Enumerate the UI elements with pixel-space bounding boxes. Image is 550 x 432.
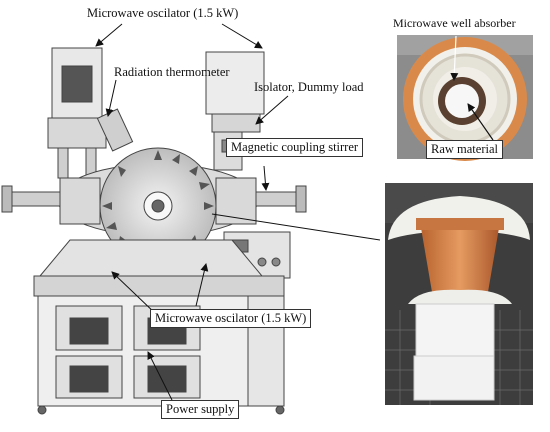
label-raw-material: Raw material bbox=[426, 140, 503, 159]
annotation-arrows bbox=[95, 23, 494, 401]
label-microwave-well-absorber: Microwave well absorber bbox=[393, 16, 516, 30]
arrow-thermometer bbox=[105, 79, 117, 117]
leader-to-photo bbox=[211, 213, 381, 241]
arrow-osc-top-right bbox=[221, 23, 263, 49]
crucible-side-view-photo bbox=[385, 183, 533, 405]
arrow-isolator bbox=[255, 95, 289, 125]
arrow-osc-bottom-right bbox=[195, 263, 209, 307]
label-magnetic-coupling-stirrer: Magnetic coupling stirrer bbox=[226, 138, 364, 157]
label-power-supply: Power supply bbox=[161, 400, 240, 419]
arrow-osc-top-left bbox=[95, 23, 123, 47]
arrow-absorber bbox=[450, 35, 459, 81]
label-oscillator-top: Microwave oscilator (1.5 kW) bbox=[87, 6, 239, 20]
arrow-stirrer bbox=[261, 165, 270, 191]
arrow-power-supply bbox=[147, 351, 173, 401]
apparatus-illustration bbox=[1, 47, 307, 415]
crucible-top-view-photo bbox=[397, 35, 533, 161]
arrow-osc-bottom-left bbox=[111, 271, 159, 317]
label-radiation-thermometer: Radiation thermometer bbox=[114, 65, 230, 79]
label-isolator-dummy-load: Isolator, Dummy load bbox=[254, 80, 364, 94]
label-oscillator-bottom: Microwave oscilator (1.5 kW) bbox=[150, 309, 312, 328]
arrow-raw-material bbox=[467, 103, 494, 141]
